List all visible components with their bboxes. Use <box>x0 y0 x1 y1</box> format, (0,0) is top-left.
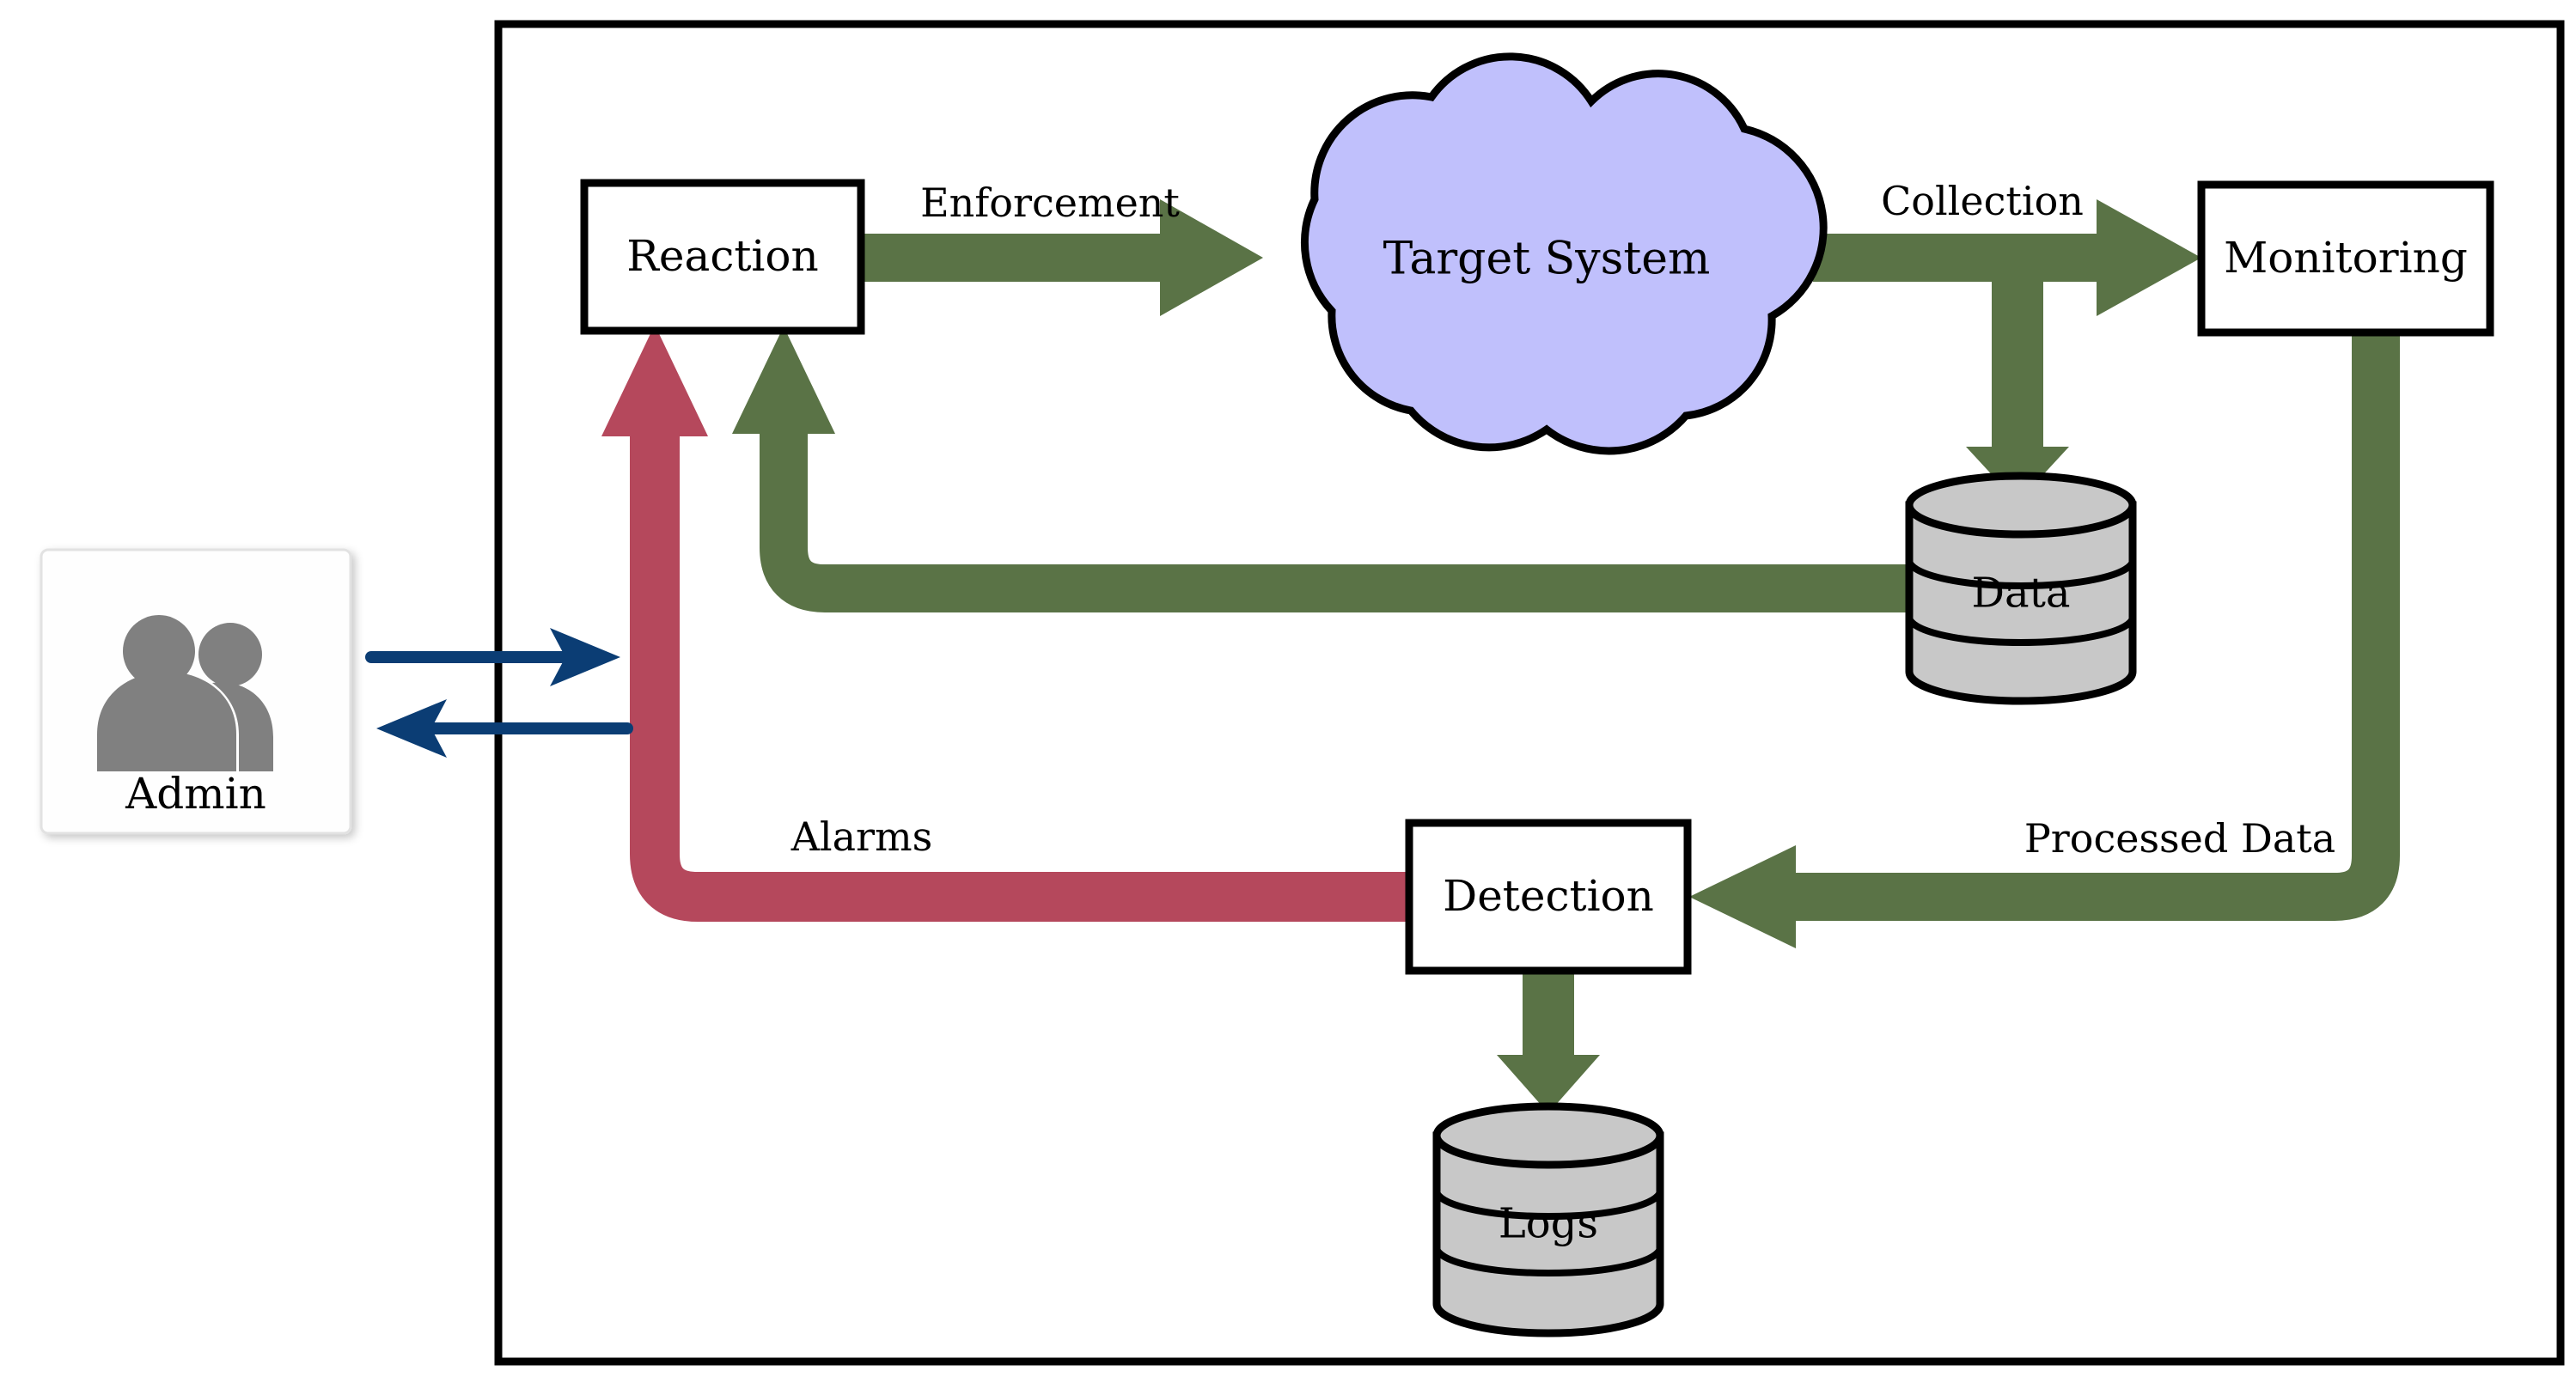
data-cylinder-top <box>1905 472 2137 539</box>
node-monitoring[interactable]: Monitoring <box>2197 180 2494 337</box>
monitoring-box <box>2197 180 2494 337</box>
detection-box <box>1405 819 1692 975</box>
edge-enforcement <box>861 199 1263 316</box>
target-system-label: Target System <box>1383 234 1711 285</box>
logs-cylinder-body <box>1432 1131 1664 1337</box>
edge-admin-to-system <box>365 628 620 686</box>
edge-collection <box>1813 199 2201 503</box>
edge-label-processed-data: Processed Data <box>2024 815 2335 862</box>
edge-system-to-admin <box>376 699 633 758</box>
node-target-system[interactable]: Target System <box>1300 52 1828 455</box>
edge-store-logs <box>1497 971 1600 1113</box>
logs-label: Logs <box>1499 1200 1598 1248</box>
logs-cylinder-band-1 <box>1433 1190 1663 1220</box>
data-label: Data <box>1971 570 2070 618</box>
reaction-label: Reaction <box>626 231 818 281</box>
data-cylinder-band-2 <box>1906 616 2136 646</box>
users-icon <box>97 615 273 771</box>
edge-label-collection: Collection <box>1881 178 2084 224</box>
monitoring-label: Monitoring <box>2224 233 2468 283</box>
system-boundary <box>494 20 2565 1366</box>
logs-cylinder-band-2 <box>1433 1246 1663 1276</box>
data-cylinder-body <box>1905 501 2137 705</box>
node-detection[interactable]: Detection <box>1405 819 1692 975</box>
logs-cylinder-top <box>1432 1102 1664 1169</box>
node-logs-store[interactable]: Logs <box>1432 1102 1664 1337</box>
admin-label: Admin <box>125 769 266 819</box>
reaction-box <box>580 179 865 335</box>
detection-label: Detection <box>1443 871 1654 921</box>
edge-alarms <box>601 325 1409 922</box>
edge-label-enforcement: Enforcement <box>920 180 1180 226</box>
edge-processed-data <box>1689 332 2400 948</box>
data-cylinder-band-1 <box>1906 559 2136 589</box>
admin-actor[interactable]: Admin <box>40 548 352 835</box>
node-data-store[interactable]: Data <box>1905 472 2137 705</box>
edge-label-alarms: Alarms <box>791 813 933 860</box>
cloud-shape <box>1300 52 1828 455</box>
node-reaction[interactable]: Reaction <box>580 179 865 335</box>
edge-data-feedback <box>732 326 1909 612</box>
